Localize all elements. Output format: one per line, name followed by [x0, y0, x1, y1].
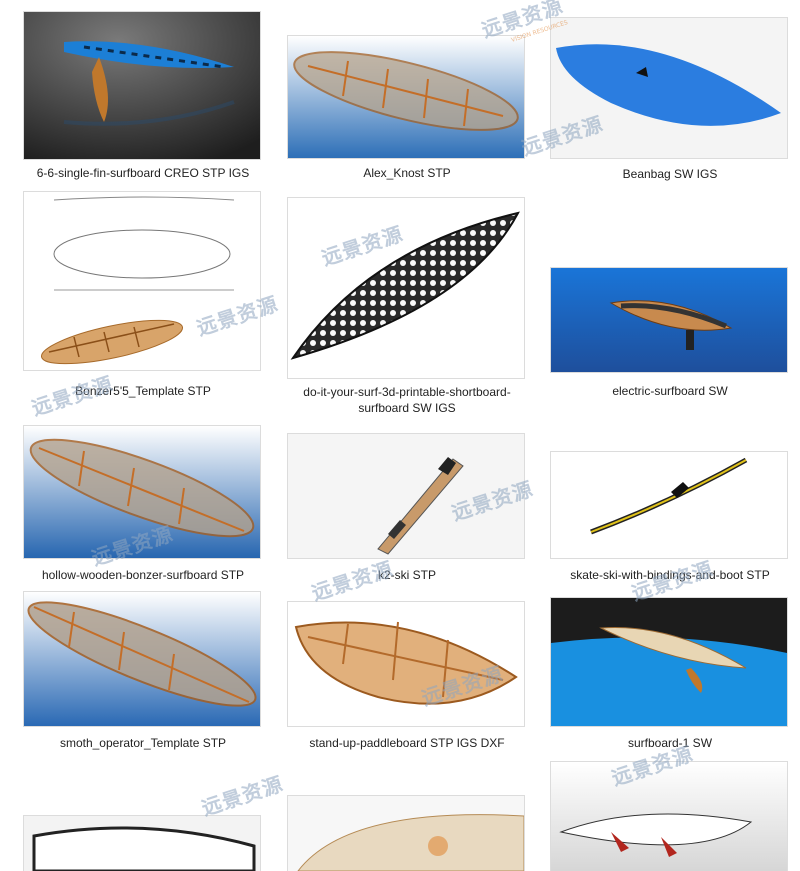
hollow-wooden-board-icon	[24, 426, 260, 558]
file-tile[interactable]: skate-ski-with-bindings-and-boot STP	[551, 452, 789, 584]
dark-surfboard-render-icon	[24, 12, 260, 159]
partial-board-icon	[551, 762, 787, 871]
template-board-icon	[24, 592, 260, 726]
file-label: surfboard-1 SW	[627, 736, 713, 750]
thumbnail[interactable]	[288, 36, 524, 158]
thumbnail[interactable]	[551, 762, 787, 871]
thumbnail[interactable]	[551, 452, 787, 558]
file-tile[interactable]: electric-surfboard SW	[551, 268, 789, 402]
file-label: 6-6-single-fin-surfboard CREO STP IGS	[36, 166, 250, 180]
file-tile[interactable]: Alex_Knost STP	[288, 36, 526, 184]
partial-board-icon	[288, 796, 524, 871]
watermark-text: 远景资源	[198, 771, 287, 821]
thumbnail[interactable]	[24, 426, 260, 558]
thumbnail[interactable]	[24, 192, 260, 370]
partial-board-icon	[24, 816, 260, 871]
file-label: Beanbag SW IGS	[622, 167, 718, 181]
thumbnail[interactable]	[288, 602, 524, 726]
file-tile[interactable]	[288, 796, 526, 871]
file-label: electric-surfboard SW	[612, 384, 728, 398]
electric-surfboard-icon	[551, 268, 787, 372]
file-label: Bonzer5'5_Template STP	[75, 384, 211, 398]
file-tile[interactable]: surfboard-1 SW	[551, 598, 789, 754]
thumbnail[interactable]	[551, 268, 787, 372]
file-tile[interactable]: 6-6-single-fin-surfboard CREO STP IGS	[24, 12, 262, 184]
thumbnail[interactable]	[288, 198, 524, 378]
file-tile[interactable]: Bonzer5'5_Template STP	[24, 192, 262, 402]
drawing-template-icon	[24, 192, 260, 370]
file-label: stand-up-paddleboard STP IGS DXF	[309, 736, 505, 750]
file-label: Alex_Knost STP	[363, 166, 451, 180]
file-label: k2-ski STP	[377, 568, 436, 582]
file-label: smoth_operator_Template STP	[59, 736, 227, 750]
file-tile[interactable]: stand-up-paddleboard STP IGS DXF	[288, 602, 526, 754]
ski-icon	[288, 434, 524, 558]
thumbnail[interactable]	[551, 18, 787, 158]
file-tile[interactable]	[24, 816, 262, 871]
file-label: do-it-your-surf-3d-printable-shortboard-…	[303, 385, 511, 415]
file-label: skate-ski-with-bindings-and-boot STP	[570, 568, 770, 582]
thumbnail[interactable]	[24, 816, 260, 871]
file-tile[interactable]	[551, 762, 789, 871]
thumbnail[interactable]	[288, 434, 524, 558]
thumbnail[interactable]	[24, 12, 260, 159]
file-tile[interactable]: hollow-wooden-bonzer-surfboard STP	[24, 426, 262, 584]
file-tile[interactable]: Beanbag SW IGS	[551, 18, 789, 184]
glass-frame-surfboard-icon	[288, 36, 524, 158]
thumbnail[interactable]	[288, 796, 524, 871]
thumbnail[interactable]	[551, 598, 787, 726]
blue-surfboard-icon	[551, 18, 787, 158]
lattice-shortboard-icon	[288, 198, 524, 378]
surfboard-render-icon	[551, 598, 787, 726]
paddleboard-icon	[288, 602, 524, 726]
skate-ski-icon	[551, 452, 787, 558]
file-tile[interactable]: do-it-your-surf-3d-printable-shortboard-…	[288, 198, 526, 418]
file-tile[interactable]: k2-ski STP	[288, 434, 526, 584]
file-label: hollow-wooden-bonzer-surfboard STP	[41, 568, 245, 582]
thumbnail[interactable]	[24, 592, 260, 726]
file-tile[interactable]: smoth_operator_Template STP	[24, 592, 262, 754]
